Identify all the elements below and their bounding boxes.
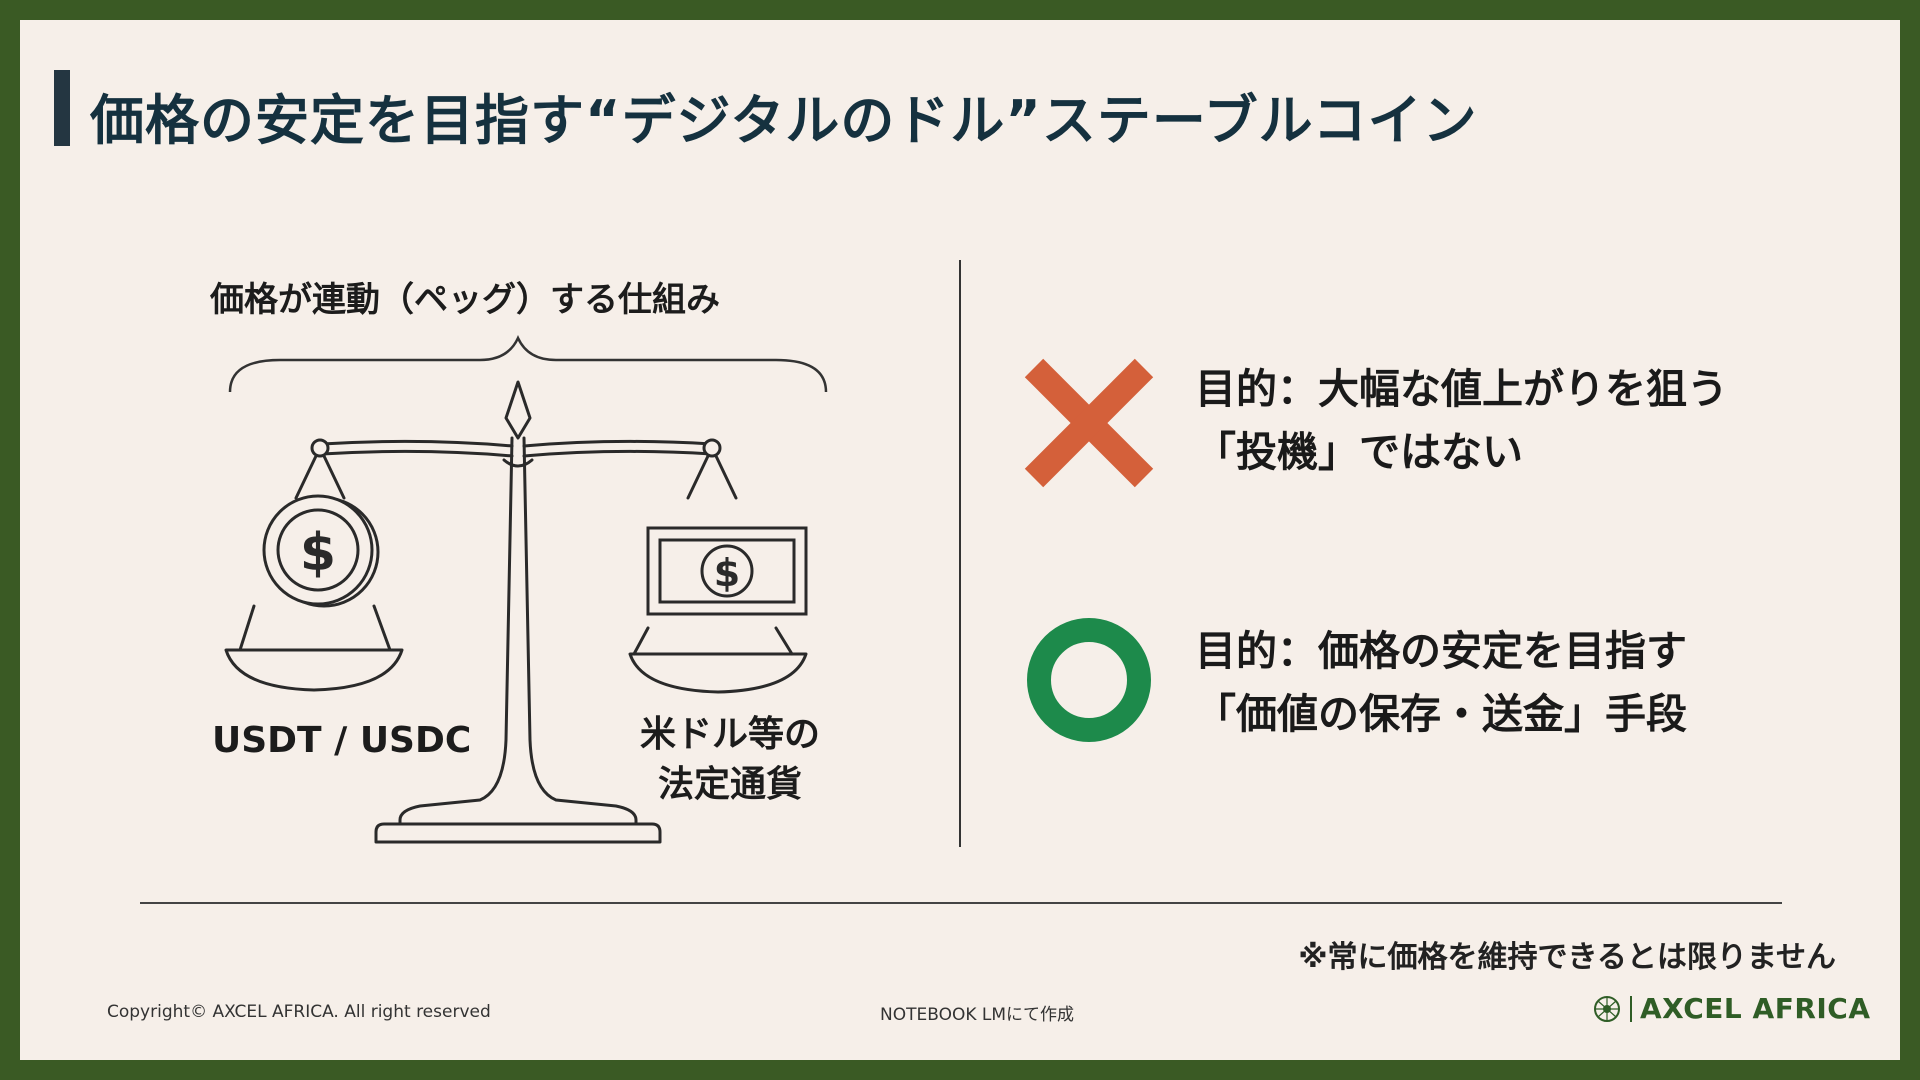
point-1-line1: 目的：大幅な値上がりを狙う [1195,365,1728,413]
point-2-line2: 「価値の保存・送金」手段 [1195,690,1687,738]
coin-icon: $ [262,494,380,608]
point-not-speculation: 目的：大幅な値上がりを狙う 「投機」ではない [1195,358,1728,484]
fiat-currency-label: 米ドル等の 法定通貨 [620,710,840,810]
brand-logo: AXCEL AFRICA [1592,992,1871,1025]
point-2-line1: 目的：価格の安定を目指す [1195,627,1687,675]
globe-icon [1594,995,1620,1022]
title-accent-bar [54,70,70,146]
vertical-divider [959,260,961,847]
page-title: 価格の安定を目指す“デジタルのドル”ステーブルコイン [90,89,1478,152]
stablecoin-label: USDT / USDC [212,720,472,761]
point-1-line2: 「投機」ではない [1195,428,1523,476]
scale-icon [224,380,808,844]
fiat-label-line2: 法定通貨 [657,764,802,805]
point-store-of-value: 目的：価格の安定を目指す 「価値の保存・送金」手段 [1195,620,1687,746]
disclaimer-note: ※常に価格を維持できるとは限りません [1298,940,1836,975]
horizontal-divider [140,902,1782,904]
balance-scale-illustration: $ $ [224,334,1154,844]
brand-name: AXCEL AFRICA [1640,992,1871,1025]
brand-separator [1630,995,1632,1022]
credit-text: NOTEBOOK LMにて作成 [880,1005,1075,1025]
circle-icon [1027,618,1151,742]
svg-text:$: $ [714,551,740,595]
copyright-text: Copyright© AXCEL AFRICA. All right reser… [107,1002,491,1022]
banknote-icon: $ [646,526,808,616]
brace-icon [228,334,828,393]
slide: 価格の安定を目指す“デジタルのドル”ステーブルコイン 価格が連動（ペッグ）する仕… [20,20,1900,1060]
cross-icon [1024,358,1154,488]
fiat-label-line1: 米ドル等の [639,714,820,755]
svg-text:$: $ [300,523,336,583]
